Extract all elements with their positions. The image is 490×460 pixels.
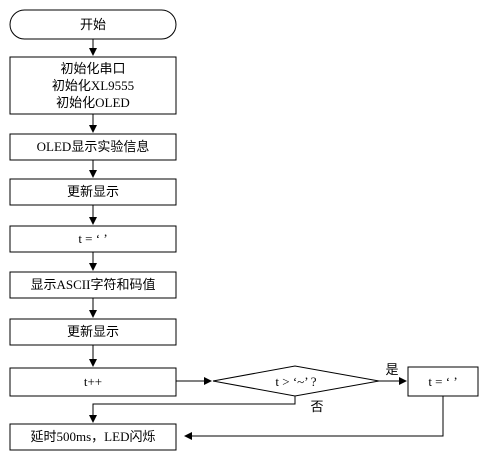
refresh2-label: 更新显示 xyxy=(67,324,119,339)
show-ascii-label: 显示ASCII字符和码值 xyxy=(31,277,156,292)
start-label: 开始 xyxy=(80,17,106,32)
refresh1-label: 更新显示 xyxy=(67,184,119,199)
t-assign-label: t = ‘ ’ xyxy=(78,231,107,246)
t-inc-label: t++ xyxy=(84,374,102,389)
decision-diamond xyxy=(212,365,380,397)
t-inc-process xyxy=(9,367,177,397)
init-process xyxy=(9,56,177,115)
delay-label: 延时500ms，LED闪烁 xyxy=(31,429,156,444)
connector-decision-no xyxy=(89,396,296,423)
connector-reset-delay xyxy=(184,396,444,440)
delay-process xyxy=(9,423,177,451)
refresh1-process xyxy=(9,178,177,206)
t-reset-label: t = ‘ ’ xyxy=(428,374,457,389)
init-label-line1: 初始化串口 xyxy=(60,61,125,76)
edge-label-yes: 是 xyxy=(385,362,398,377)
init-label-line2: 初始化XL9555 xyxy=(52,78,134,93)
refresh2-process xyxy=(9,318,177,346)
decision-label: t > ‘~’ ? xyxy=(275,374,316,389)
t-reset-process xyxy=(407,366,479,397)
show-ascii-process xyxy=(9,271,177,299)
oled-show-label: OLED显示实验信息 xyxy=(37,139,150,154)
oled-show-process xyxy=(9,133,177,161)
edge-label-no: 否 xyxy=(310,399,323,414)
start-terminal xyxy=(9,9,177,40)
t-assign-process xyxy=(9,225,177,253)
init-label-line3: 初始化OLED xyxy=(56,95,130,110)
